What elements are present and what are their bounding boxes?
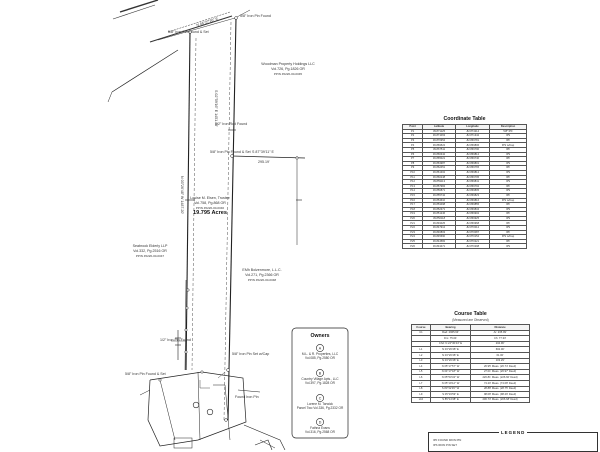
woodman-deed: Vol.726, Pg.1826 OR xyxy=(271,67,305,71)
woodman-name: Woodman Property Holdings LLC xyxy=(261,62,315,66)
owner-c-deed: Parcel Two Vol.336, Pg.2332 OR xyxy=(296,406,344,410)
table-cell: N 05°17'57" W xyxy=(429,363,472,370)
table-cell: N 03°26'48" E xyxy=(429,346,472,353)
owner-b-deed: Vol.397, Pg.1828 OR xyxy=(305,381,335,385)
emh-name: EMh Bolzenmore, L.L.C. xyxy=(242,268,282,272)
lower-pin-label: 5/8" Iron Pin Found & Set xyxy=(125,372,166,376)
louise-name: Louise M. Elsen, Trustee xyxy=(190,196,230,200)
legend-title: LEGEND xyxy=(499,430,528,435)
table-cell: 28.88' Meas. (28.75' Deed) xyxy=(470,385,530,393)
emh-ppin: PPIN 45226-00-0048 xyxy=(247,278,277,282)
woodman-ppin: PPIN 45226-00-0045 xyxy=(273,72,303,76)
column-header: Bearing xyxy=(429,324,472,331)
table-cell: N 05°53'43" W xyxy=(429,374,472,381)
table-cell: 27.01' Meas. (26.97' Deed) xyxy=(470,368,530,376)
found-pin-label: Found Iron Pin xyxy=(235,395,259,399)
course-table-title: Course Table xyxy=(454,311,487,317)
iron-pin-mid-label: 5/8" Iron Pin Found & Set xyxy=(210,150,251,154)
seabrook-deed: Vol.332, Pg.2516 OR xyxy=(133,249,167,253)
iron-pin-top-label: 5/8" Iron Pin Found xyxy=(240,14,271,18)
table-cell: S 83°32'45" W xyxy=(429,385,472,393)
table-cell: Ch: 77.33' xyxy=(470,335,530,342)
table-cell: 226.81' Meas. (226.60' Deed) xyxy=(470,374,530,381)
table-cell: 39.843471 xyxy=(422,243,456,249)
table-cell: Rad: 2965.93' xyxy=(429,329,472,337)
seabrook-ppin: PPIN 45226-00-0047 xyxy=(135,254,165,258)
table-cell: 74.20' Meas. (74.08' Deed) xyxy=(470,379,530,387)
table-cell: Ar: 235.99' xyxy=(470,329,530,337)
table-cell: 98.08' Meas. (98.29' Deed) xyxy=(470,391,530,398)
owners-title: Owners xyxy=(310,333,330,339)
table-cell: 103.29' xyxy=(470,357,530,365)
table-cell: Chd: N 24°30'44" E xyxy=(429,340,472,348)
table-cell: N 04°17'18" W xyxy=(429,368,472,376)
owner-letter: D xyxy=(319,420,322,424)
column-header: Distance xyxy=(470,324,530,331)
table-cell: -82.870298 xyxy=(454,243,491,249)
legend-row: IPS IRON PIN SET xyxy=(433,443,457,447)
coordinate-table-title: Coordinate Table xyxy=(443,116,486,122)
owner-letter: C xyxy=(319,396,322,400)
tick-marks xyxy=(185,129,302,201)
table-cell: N 03°26'48" E xyxy=(429,352,472,359)
top-road xyxy=(112,0,251,43)
table-cell: S 85°14'38" E xyxy=(429,396,472,404)
legend-row: IPF FOUND IRON PIN xyxy=(433,438,462,442)
seabrook-name: Seabrook Elderly LLP xyxy=(132,244,168,248)
louise-ppin: PPIN 45226-00-0046 xyxy=(195,206,225,210)
table-cell: S 05°19'59" E xyxy=(429,391,472,398)
louise-deed: Vol.758, Pg.868 OR xyxy=(194,201,226,205)
owner-d-deed: Vol.316, Pg.2568 OR xyxy=(305,430,335,434)
table-cell: Dm: 75.04' xyxy=(429,335,472,342)
table-cell: N 05°19'12" W xyxy=(429,379,472,387)
monuments xyxy=(158,16,299,422)
pin-left-label: 1/2" Iron Pin Found xyxy=(160,338,191,342)
table-row: Dm: 75.04'Ch: 77.33' xyxy=(411,335,530,342)
lower-parcels xyxy=(139,371,286,450)
boundary-lines xyxy=(107,17,306,421)
course-table-subtitle: (Measured are Observed) xyxy=(452,318,489,322)
table-cell: 61.00' xyxy=(470,352,530,359)
table-cell: L10 xyxy=(411,396,431,404)
table-cell: P26 xyxy=(401,243,424,249)
vert-left-label: N 03°26'48" W 1487.20' xyxy=(180,176,184,215)
table-cell: 602.00' xyxy=(470,346,530,353)
bearing-mid-label: S 87°39'11" E xyxy=(252,150,274,154)
table-cell: 26.95' Meas. (26.74' Deed) xyxy=(470,363,530,370)
table-cell: 234.96' xyxy=(470,340,530,348)
table-cell: 206.73' Meas. (206.68' Deed) xyxy=(470,396,530,404)
cap-label: 5/8" Iron Pin Set w/Cap xyxy=(232,352,270,356)
table-cell: IPS xyxy=(489,243,527,249)
table-cell: N 03°26'48" E xyxy=(429,357,472,365)
iron-pin-left-label: 5/8" Iron Pin Found & Set xyxy=(168,30,209,34)
legend-box: LEGEND IPF FOUND IRON PIN IPS IRON PIN S… xyxy=(428,430,598,452)
iron-rod-label: 1/2" Iron Rod Found xyxy=(215,122,248,126)
parcel-area: 19.795 Acres xyxy=(192,210,228,216)
owner-a-deed: Vol.085, Pg.2580 OR xyxy=(305,356,335,360)
emh-deed: Vol.271, Pg.2366 OR xyxy=(245,273,279,277)
bearing-mid2-label: 295.19' xyxy=(258,160,270,164)
